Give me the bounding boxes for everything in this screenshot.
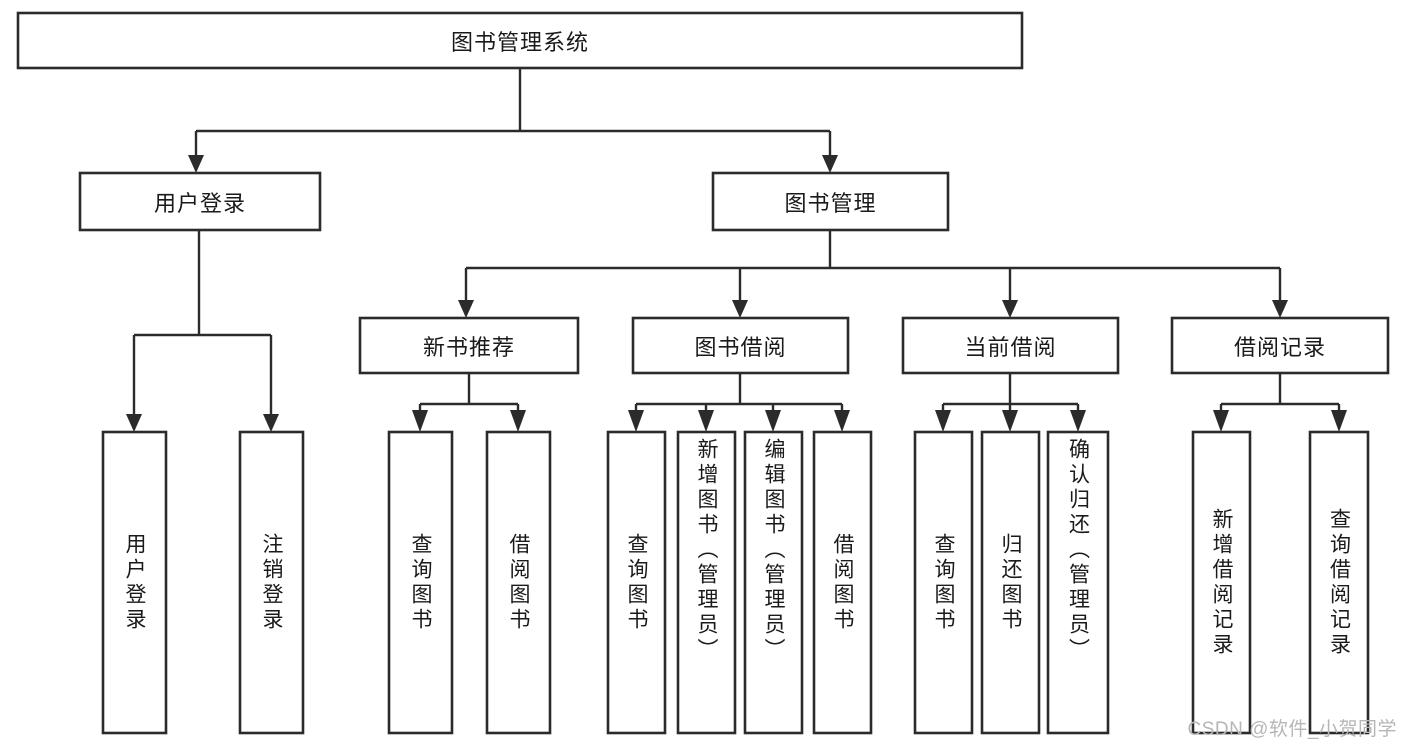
node-new-book-rec[interactable]: [358, 316, 580, 375]
arrowhead-add-book: [698, 410, 714, 432]
arrowhead-leaf-logout: [263, 414, 279, 432]
arrowhead-new-book-rec: [458, 300, 474, 318]
arrowhead-add-record: [1213, 410, 1229, 432]
arrowhead-borrow-book-b: [834, 410, 850, 432]
arrowhead-query-record: [1331, 410, 1347, 432]
node-leaf-add-book[interactable]: [676, 430, 737, 735]
node-leaf-user-login[interactable]: [101, 430, 168, 735]
arrowhead-book-mgmt: [822, 155, 838, 173]
arrowhead-return-book: [1002, 410, 1018, 432]
node-leaf-query-book-a[interactable]: [387, 430, 454, 735]
arrowhead-current-borrow: [1002, 300, 1018, 318]
connector-layer: [126, 68, 1347, 432]
arrowhead-borrow-record: [1272, 300, 1288, 318]
node-box-layer: [16, 11, 1390, 735]
node-current-borrow[interactable]: [901, 316, 1120, 375]
arrowhead-borrow-book-a: [510, 410, 526, 432]
node-root[interactable]: [16, 11, 1024, 70]
arrowhead-user-login: [188, 155, 204, 173]
node-user-login[interactable]: [78, 171, 322, 232]
csdn-watermark: CSDN @软件_小贺同学: [1187, 719, 1397, 740]
arrowhead-query-book-b: [628, 410, 644, 432]
node-leaf-edit-book[interactable]: [743, 430, 804, 735]
node-leaf-add-record[interactable]: [1191, 430, 1252, 735]
node-borrow-record[interactable]: [1170, 316, 1390, 375]
node-leaf-query-book-c[interactable]: [913, 430, 974, 735]
arrowhead-query-book-c: [935, 410, 951, 432]
arrowhead-query-book-a: [412, 410, 428, 432]
node-leaf-logout[interactable]: [238, 430, 305, 735]
arrowhead-edit-book: [765, 410, 781, 432]
node-leaf-query-book-b[interactable]: [606, 430, 667, 735]
node-leaf-return-book[interactable]: [980, 430, 1041, 735]
node-leaf-borrow-book-a[interactable]: [485, 430, 552, 735]
arrowhead-book-borrow: [732, 300, 748, 318]
node-leaf-confirm-return[interactable]: [1046, 430, 1110, 735]
arrowhead-leaf-user-login: [126, 414, 142, 432]
node-book-borrow[interactable]: [631, 316, 850, 375]
node-leaf-query-record[interactable]: [1308, 430, 1370, 735]
node-book-mgmt[interactable]: [711, 171, 950, 232]
arrowhead-confirm-return: [1070, 410, 1086, 432]
node-leaf-borrow-book-b[interactable]: [812, 430, 873, 735]
